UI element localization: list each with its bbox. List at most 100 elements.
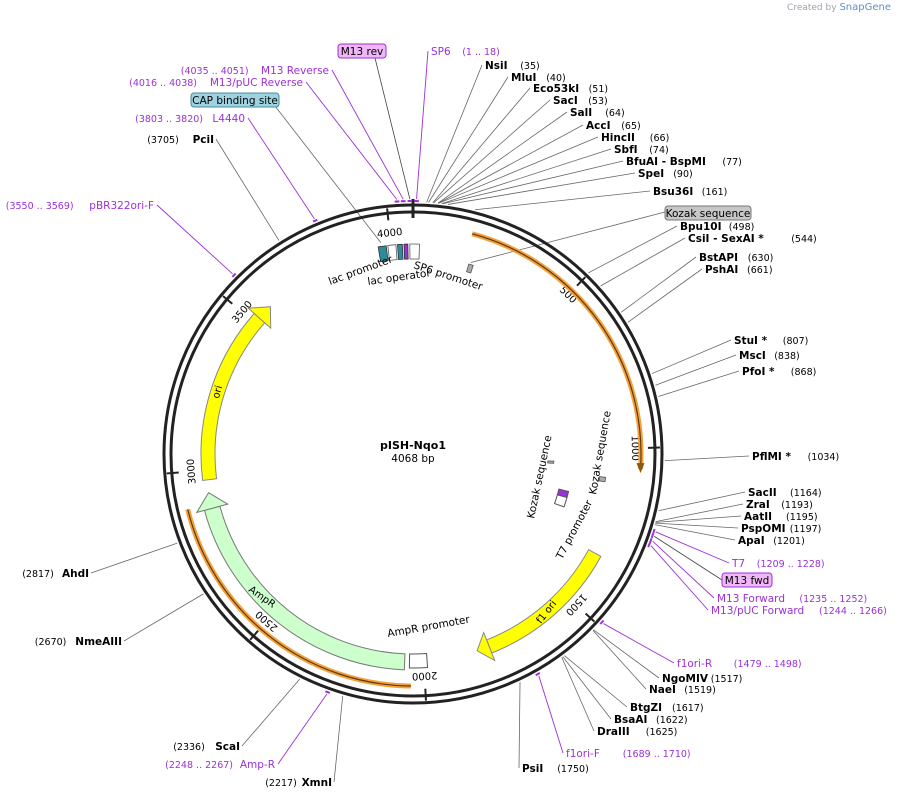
cap-binding-site-label: CAP binding site	[192, 95, 278, 107]
enzyme-left-pos-0: (3705)	[147, 135, 179, 146]
m13-rev-label: M13 rev	[341, 46, 384, 58]
enzyme-name-17: PfoI *	[742, 366, 775, 378]
enzyme-leader	[592, 630, 647, 690]
enzyme-name-29: PsiI	[522, 763, 543, 775]
primer-pos-4: (3803 .. 3820)	[135, 114, 203, 125]
primer-pos-8: (1235 .. 1252)	[799, 594, 867, 605]
enzyme-leader	[438, 136, 599, 204]
f1-ori-arrowhead	[476, 631, 496, 662]
kozak-sequence-box[interactable]: Kozak sequence	[664, 205, 752, 221]
enzyme-leader	[215, 138, 280, 241]
primer-name-12: Amp-R	[240, 759, 275, 771]
enzyme-name-12: CsiI - SexAI *	[688, 233, 764, 245]
primer-name-6: T7	[731, 558, 745, 570]
ampr-promoter-arc	[408, 653, 429, 669]
primer-pos-5: (3550 .. 3569)	[6, 201, 74, 212]
enzyme-pos-15: (807)	[783, 336, 809, 347]
tick-mark	[166, 471, 179, 475]
insert-orf-line	[472, 233, 642, 470]
enzyme-leader	[562, 656, 612, 720]
enzyme-left-pos-3: (2336)	[173, 742, 205, 753]
tick-label: 2000	[412, 669, 438, 681]
ampr-arrowhead	[195, 491, 229, 514]
ampr-promoter-label: AmpR promoter	[386, 614, 471, 640]
kozak-sequence-label: Kozak sequence	[666, 208, 751, 220]
enzyme-name-16: MscI	[739, 350, 766, 362]
enzyme-left-name-0: PciI	[193, 134, 214, 146]
snapgene-credit: Created by SnapGene	[787, 2, 891, 13]
enzyme-leader	[426, 64, 483, 203]
primer-mark	[535, 672, 541, 677]
enzyme-name-3: SacI	[553, 95, 578, 107]
enzyme-leader	[651, 339, 732, 375]
enzyme-leader	[621, 256, 697, 313]
enzyme-leader	[564, 655, 628, 708]
primer-pos-10: (1479 .. 1498)	[734, 659, 802, 670]
m13-fwd-box[interactable]: M13 fwd	[721, 572, 773, 588]
enzyme-name-21: AatII	[744, 511, 772, 523]
primer-name-11: f1ori-F	[566, 748, 600, 760]
enzyme-left-pos-4: (2217)	[265, 778, 297, 789]
enzyme-leader	[664, 455, 750, 462]
enzyme-name-18: PflMI *	[752, 451, 791, 463]
tick-mark	[222, 295, 233, 305]
primer-mark	[231, 272, 237, 278]
primer-name-5: pBR322ori-F	[89, 200, 154, 212]
enzyme-pos-7: (74)	[649, 145, 669, 156]
cap-binding-site-box[interactable]: CAP binding site	[190, 92, 280, 108]
lac-promoter-block	[387, 244, 398, 261]
enzyme-leader	[428, 76, 509, 203]
primer-pos-12: (2248 .. 2267)	[165, 760, 233, 771]
enzyme-pos-18: (1034)	[808, 452, 840, 463]
enzyme-leader	[433, 99, 551, 204]
ori-label: ori	[211, 384, 225, 399]
enzyme-pos-6: (66)	[650, 133, 670, 144]
sp6-promoter-block	[409, 243, 420, 260]
kozak-marker-2	[547, 460, 555, 464]
enzyme-left-name-4: XmnI	[302, 777, 332, 789]
m13-rev-box[interactable]: M13 rev	[337, 43, 387, 59]
primer-leader	[603, 623, 675, 664]
primer-pos-3: (4016 .. 4038)	[129, 78, 197, 89]
enzyme-pos-23: (1201)	[773, 536, 805, 547]
enzyme-pos-5: (65)	[621, 121, 641, 132]
enzyme-name-26: BtgZI	[630, 702, 662, 714]
primer-leader	[305, 81, 398, 200]
enzyme-leader	[474, 190, 651, 211]
tick-mark	[249, 630, 259, 641]
enzyme-leader	[658, 491, 746, 512]
primer-mark	[648, 537, 653, 544]
primer-leader	[650, 545, 709, 611]
primer-box-leader	[654, 536, 723, 581]
insert-orf-arc	[471, 231, 644, 470]
tick-mark	[386, 208, 390, 221]
enzyme-name-19: SacII	[748, 487, 777, 499]
tick-mark	[424, 688, 427, 701]
kozak-leader	[470, 211, 666, 263]
primer-leader	[416, 50, 429, 200]
enzyme-name-8: BfuAI - BspMI	[626, 156, 706, 168]
kozak-sequence-inner-label-1: Kozak sequence	[525, 434, 554, 519]
t7-lac-feature	[556, 488, 570, 499]
enzyme-leader	[447, 172, 636, 205]
enzyme-pos-20: (1193)	[781, 500, 813, 511]
enzyme-leader	[655, 515, 742, 523]
enzyme-pos-10: (161)	[702, 187, 728, 198]
enzyme-leader	[600, 237, 686, 287]
primer-name-2: M13 Reverse	[261, 65, 329, 77]
enzyme-name-22: PspOMI	[741, 523, 786, 535]
enzyme-pos-24: (1517)	[711, 674, 743, 685]
enzyme-name-6: HincII	[601, 132, 635, 144]
tick-label: 4000	[377, 227, 403, 241]
enzyme-pos-0: (35)	[520, 61, 540, 72]
primer-name-8: M13 Forward	[717, 593, 785, 605]
enzyme-name-5: AccI	[586, 120, 610, 132]
enzyme-pos-26: (1617)	[672, 703, 704, 714]
primer-leader	[538, 675, 564, 754]
ampr-orf-line	[187, 509, 411, 687]
primer-pos-11: (1689 .. 1710)	[623, 749, 691, 760]
enzyme-leader	[593, 629, 660, 679]
ori-arrowhead	[247, 306, 272, 330]
enzyme-name-13: BstAPI	[699, 252, 738, 264]
enzyme-pos-1: (40)	[546, 73, 566, 84]
